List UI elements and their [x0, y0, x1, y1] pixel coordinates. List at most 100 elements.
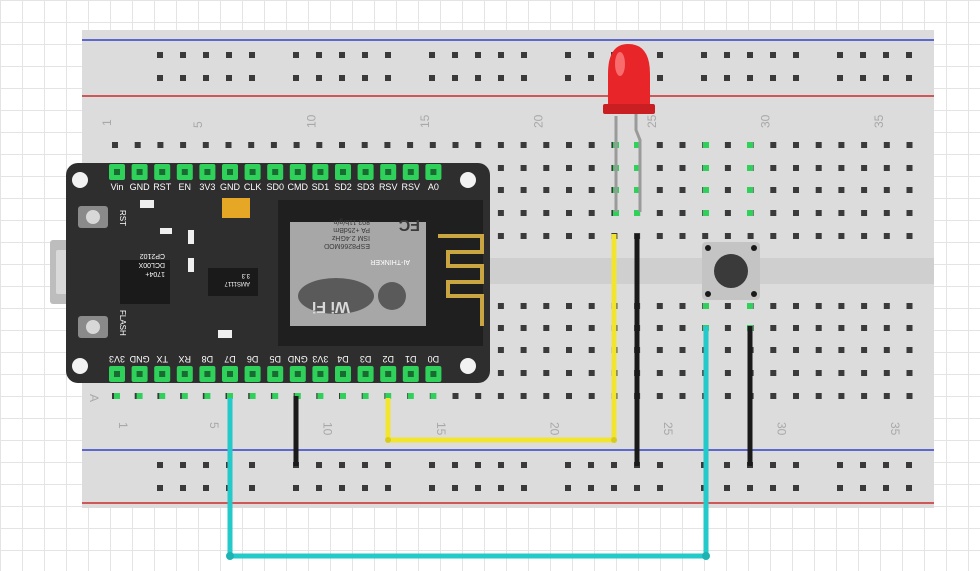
strip-hole [543, 325, 550, 331]
pin-label-bottom: D2 [382, 354, 394, 364]
strip-hole [906, 370, 913, 376]
strip-hole [543, 187, 550, 193]
active-hole [634, 165, 640, 171]
strip-hole [656, 393, 663, 399]
rail-hole [521, 52, 527, 58]
strip-hole [566, 370, 572, 376]
header-pin-hole [430, 169, 437, 175]
rail-hole [180, 75, 186, 81]
rail-hole [837, 462, 843, 468]
strip-hole [861, 187, 868, 193]
strip-hole [724, 325, 731, 331]
pin-label-bottom: D8 [202, 354, 214, 364]
rail-hole [385, 462, 391, 468]
pin-label-bottom: D6 [247, 354, 259, 364]
header-pin-hole [204, 371, 211, 377]
rail-hole [770, 485, 776, 491]
strip-hole [225, 142, 232, 148]
strip-hole [656, 187, 663, 193]
strip-hole [770, 347, 777, 353]
rail-hole [498, 485, 504, 491]
rail-hole [521, 485, 527, 491]
pin-label-top: SD1 [312, 182, 330, 192]
wifi-logo-text: Wi Fi [312, 298, 350, 315]
rail-hole [565, 52, 571, 58]
strip-hole [793, 370, 799, 376]
column-number: 1 [116, 422, 130, 429]
header-pin-hole [181, 169, 188, 175]
pin-label-top: SD2 [334, 182, 352, 192]
rail-hole [860, 462, 866, 468]
strip-hole [497, 303, 504, 309]
strip-hole [906, 142, 913, 148]
strip-hole [883, 393, 890, 399]
strip-hole [724, 210, 731, 216]
strip-hole [202, 142, 209, 148]
button-pin [751, 245, 757, 251]
rail-hole [293, 52, 299, 58]
rail-hole [362, 52, 368, 58]
rail-hole [906, 485, 912, 491]
header-pin-hole [407, 169, 414, 175]
strip-hole [566, 142, 572, 148]
header-pin-hole [430, 371, 437, 377]
rail-hole [657, 462, 663, 468]
strip-hole [838, 210, 845, 216]
board-pin-headers: Vin3V3GNDGNDRSTTXENRX3V3D8GNDD7CLKD6SD0D… [109, 164, 442, 382]
strip-hole [883, 325, 890, 331]
module-line: ESP8266MOD [324, 242, 370, 249]
strip-hole [293, 142, 300, 148]
strip-hole [497, 210, 504, 216]
strip-hole [838, 142, 845, 148]
strip-hole [543, 393, 550, 399]
rail-hole [634, 485, 640, 491]
strip-hole [543, 142, 550, 148]
rail-hole [498, 75, 504, 81]
rail-hole [747, 485, 753, 491]
strip-hole [520, 210, 527, 216]
smd-part [188, 258, 194, 272]
strip-hole [861, 393, 868, 399]
rail-hole [588, 52, 594, 58]
module-cert: FC [398, 216, 420, 233]
strip-hole [815, 303, 822, 309]
header-pin-hole [362, 371, 369, 377]
strip-hole [883, 165, 890, 171]
column-number: 25 [661, 422, 675, 436]
header-pin-hole [272, 371, 279, 377]
strip-hole [770, 325, 777, 331]
header-pin-hole [317, 169, 324, 175]
strip-hole [588, 165, 595, 171]
mount-hole [460, 358, 476, 374]
rail-hole [793, 52, 799, 58]
strip-hole [883, 233, 890, 239]
rail-hole [701, 52, 707, 58]
column-number: 15 [434, 422, 448, 436]
mount-hole [72, 172, 88, 188]
strip-hole [588, 347, 595, 353]
rail-hole [565, 485, 571, 491]
strip-hole [861, 233, 868, 239]
active-hole [747, 210, 753, 216]
strip-hole [679, 303, 686, 309]
active-hole [613, 210, 619, 216]
strip-hole [497, 165, 504, 171]
active-hole [703, 142, 709, 148]
rail-hole [385, 485, 391, 491]
strip-hole [679, 233, 686, 239]
column-number: 15 [418, 114, 432, 128]
pin-label-bottom: 3V3 [312, 354, 328, 364]
voltage-regulator [208, 268, 258, 296]
header-pin-hole [385, 169, 392, 175]
column-number: 1 [100, 119, 114, 126]
strip-hole [883, 187, 890, 193]
active-hole [385, 393, 392, 399]
rail-hole [770, 75, 776, 81]
button-cap [714, 254, 748, 288]
module-line: 802.11b/g/n [333, 218, 370, 225]
rail-hole [837, 75, 843, 81]
strip-hole [566, 347, 572, 353]
strip-hole [838, 233, 845, 239]
